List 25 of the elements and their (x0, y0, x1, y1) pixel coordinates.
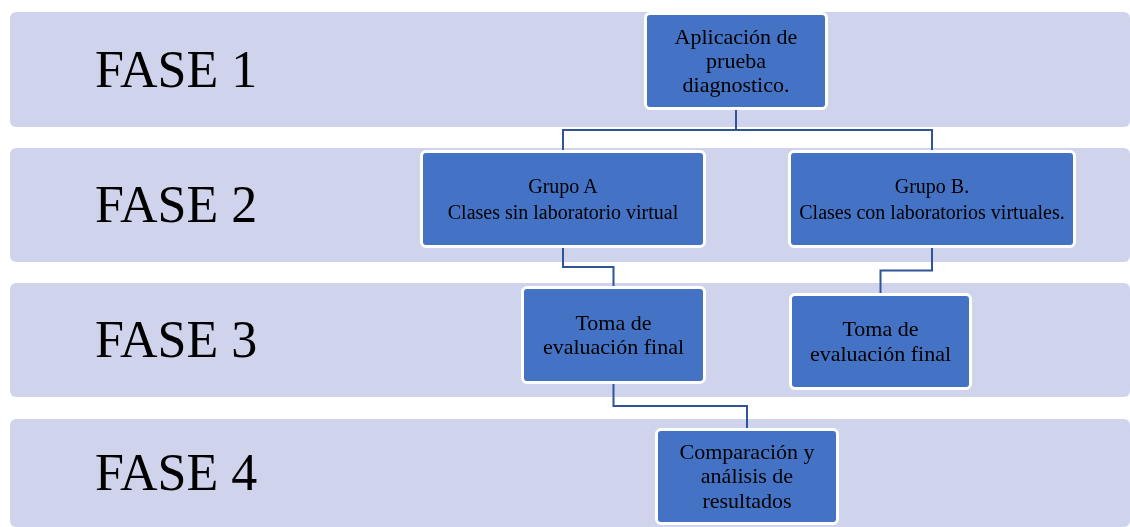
box-text: Grupo A (528, 175, 598, 197)
box-text: Toma de evaluación final (541, 310, 686, 360)
phase-label: FASE 4 (95, 447, 258, 499)
connector-line (562, 247, 615, 287)
box-text: Comparación y análisis de resultados (678, 440, 816, 513)
process-box (789, 293, 972, 390)
box-text: Toma de evaluación final (808, 317, 953, 366)
connector-line (879, 247, 933, 294)
phase-band (10, 12, 1130, 127)
phase-band (10, 148, 1130, 262)
phase-band (10, 419, 1130, 527)
process-box (788, 150, 1076, 248)
phase-label: FASE 1 (95, 43, 258, 96)
process-box (521, 286, 706, 384)
phase-label: FASE 2 (95, 179, 258, 231)
process-box (644, 12, 828, 110)
box-text: Clases con laboratorios virtuales. (799, 201, 1065, 223)
box-text: Aplicación de prueba diagnostico. (673, 24, 799, 98)
box-text: Grupo B. (894, 175, 970, 197)
phase-label: FASE 3 (95, 314, 258, 366)
process-box (420, 150, 706, 248)
process-box (655, 428, 839, 525)
box-text: Clases sin laboratorio virtual (447, 201, 679, 223)
phase-band (10, 283, 1130, 397)
connector-line (612, 383, 748, 429)
